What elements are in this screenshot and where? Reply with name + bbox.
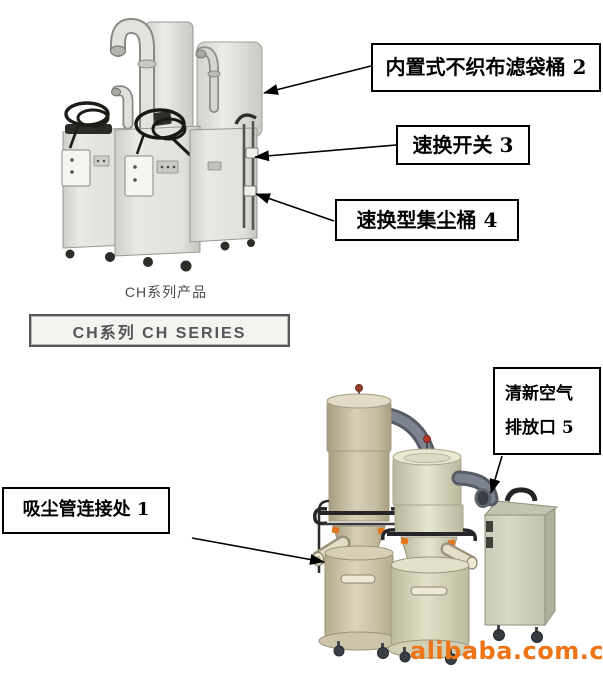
label-exhaust-outlet-line1: 清新空气: [505, 384, 573, 404]
label-quick-switch: 速换开关 3: [396, 125, 530, 165]
middle-cylinder: [381, 435, 478, 659]
bottom-photo-dust-collector: [311, 384, 558, 665]
label-exhaust-outlet-line2: 排放口 5: [505, 418, 574, 438]
top-photo-ch-series-machines: [61, 17, 263, 272]
label-suction-inlet: 吸尘管连接处 1: [2, 487, 170, 534]
blower-box: [483, 487, 558, 643]
small-elbow-pipe: [111, 85, 134, 130]
exhaust-hose: [451, 470, 499, 508]
middle-unit: [114, 108, 201, 257]
right-unit: [189, 113, 259, 243]
watermark-alibaba: alibaba.com.cn: [410, 637, 603, 665]
bottom-casters: [333, 641, 457, 665]
top-photo-caption: CH系列产品: [124, 284, 208, 300]
middle-tower: [109, 17, 194, 163]
series-plate: CH系列 CH SERIES: [29, 314, 290, 347]
label-filter-bag-barrel: 内置式不织布滤袋桶 2: [371, 43, 601, 92]
label-exhaust-outlet: 清新空气 排放口 5: [493, 367, 601, 455]
label-quick-change-barrel: 速换型集尘桶 4: [335, 199, 519, 241]
casters: [65, 239, 255, 272]
left-unit: [61, 101, 128, 249]
left-cylinder: [326, 384, 392, 522]
